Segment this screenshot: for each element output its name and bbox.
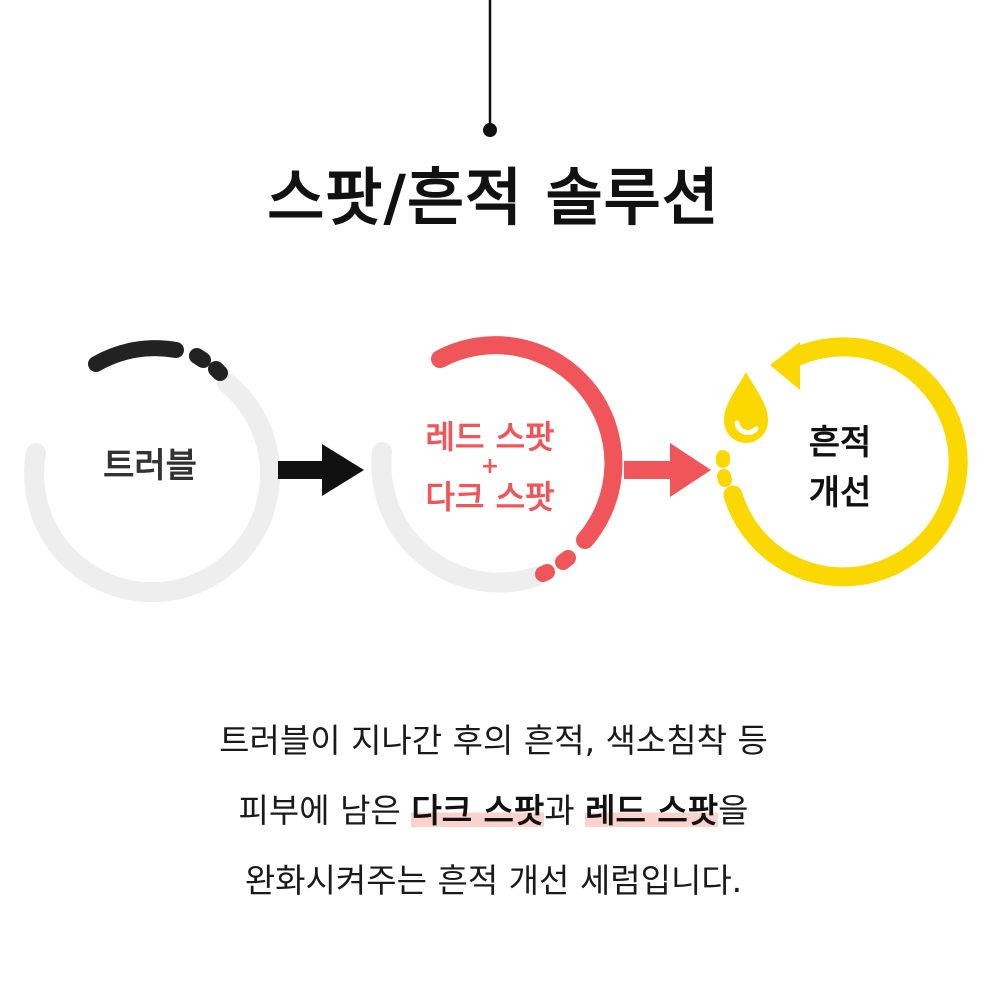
connector-dot [483, 123, 497, 137]
description-line-2-mid: 과 [544, 791, 586, 830]
description-line-1: 트러블이 지나간 후의 흔적, 색소침착 등 [219, 721, 768, 760]
circle-spots [371, 336, 623, 593]
highlight-red-spot: 레드 스팟 [585, 791, 719, 830]
circle-spots-ring [371, 442, 545, 593]
step-spots-label: 레드 스팟 + 다크 스팟 [400, 418, 580, 516]
step-improve-label: 흔적 개선 [760, 418, 920, 518]
arrow-right-black [278, 444, 364, 496]
description-line-3: 완화시켜주는 흔적 개선 세럼입니다. [244, 861, 743, 900]
description-line-2-prefix: 피부에 남은 [238, 791, 412, 830]
drop-icon [724, 372, 768, 443]
arrow-right-red [624, 443, 711, 497]
description-line-2: 피부에 남은 다크 스팟과 레드 스팟을 [0, 776, 987, 846]
step-improve-line2: 개선 [808, 473, 872, 513]
circle-trouble [24, 340, 281, 603]
circle-improve [716, 337, 968, 587]
circle-spots-dash-2 [535, 564, 555, 582]
highlight-dark-spot: 다크 스팟 [411, 791, 545, 830]
arrowhead-icon [770, 342, 800, 390]
description: 트러블이 지나간 후의 흔적, 색소침착 등 피부에 남은 다크 스팟과 레드 … [0, 706, 987, 916]
page-title: 스팟/흔적 솔루션 [267, 161, 720, 234]
circle-improve-dash-2 [717, 469, 732, 487]
step-improve-line1: 흔적 [808, 423, 872, 463]
circle-trouble-ring [24, 373, 281, 603]
circle-improve-ring [723, 337, 968, 587]
circle-trouble-dash-2 [208, 361, 228, 381]
circle-spots-arc [431, 336, 623, 549]
step-trouble-label: 트러블 [103, 446, 197, 486]
circle-spots-dash-1 [555, 550, 576, 570]
step-spots-line2: 다크 스팟 [425, 478, 555, 516]
step-spots-line1: 레드 스팟 [425, 418, 555, 456]
circle-trouble-arc [88, 340, 184, 372]
circle-trouble-dash-1 [189, 348, 211, 368]
plus-sign: + [480, 454, 500, 479]
description-line-2-suffix: 을 [718, 791, 749, 830]
